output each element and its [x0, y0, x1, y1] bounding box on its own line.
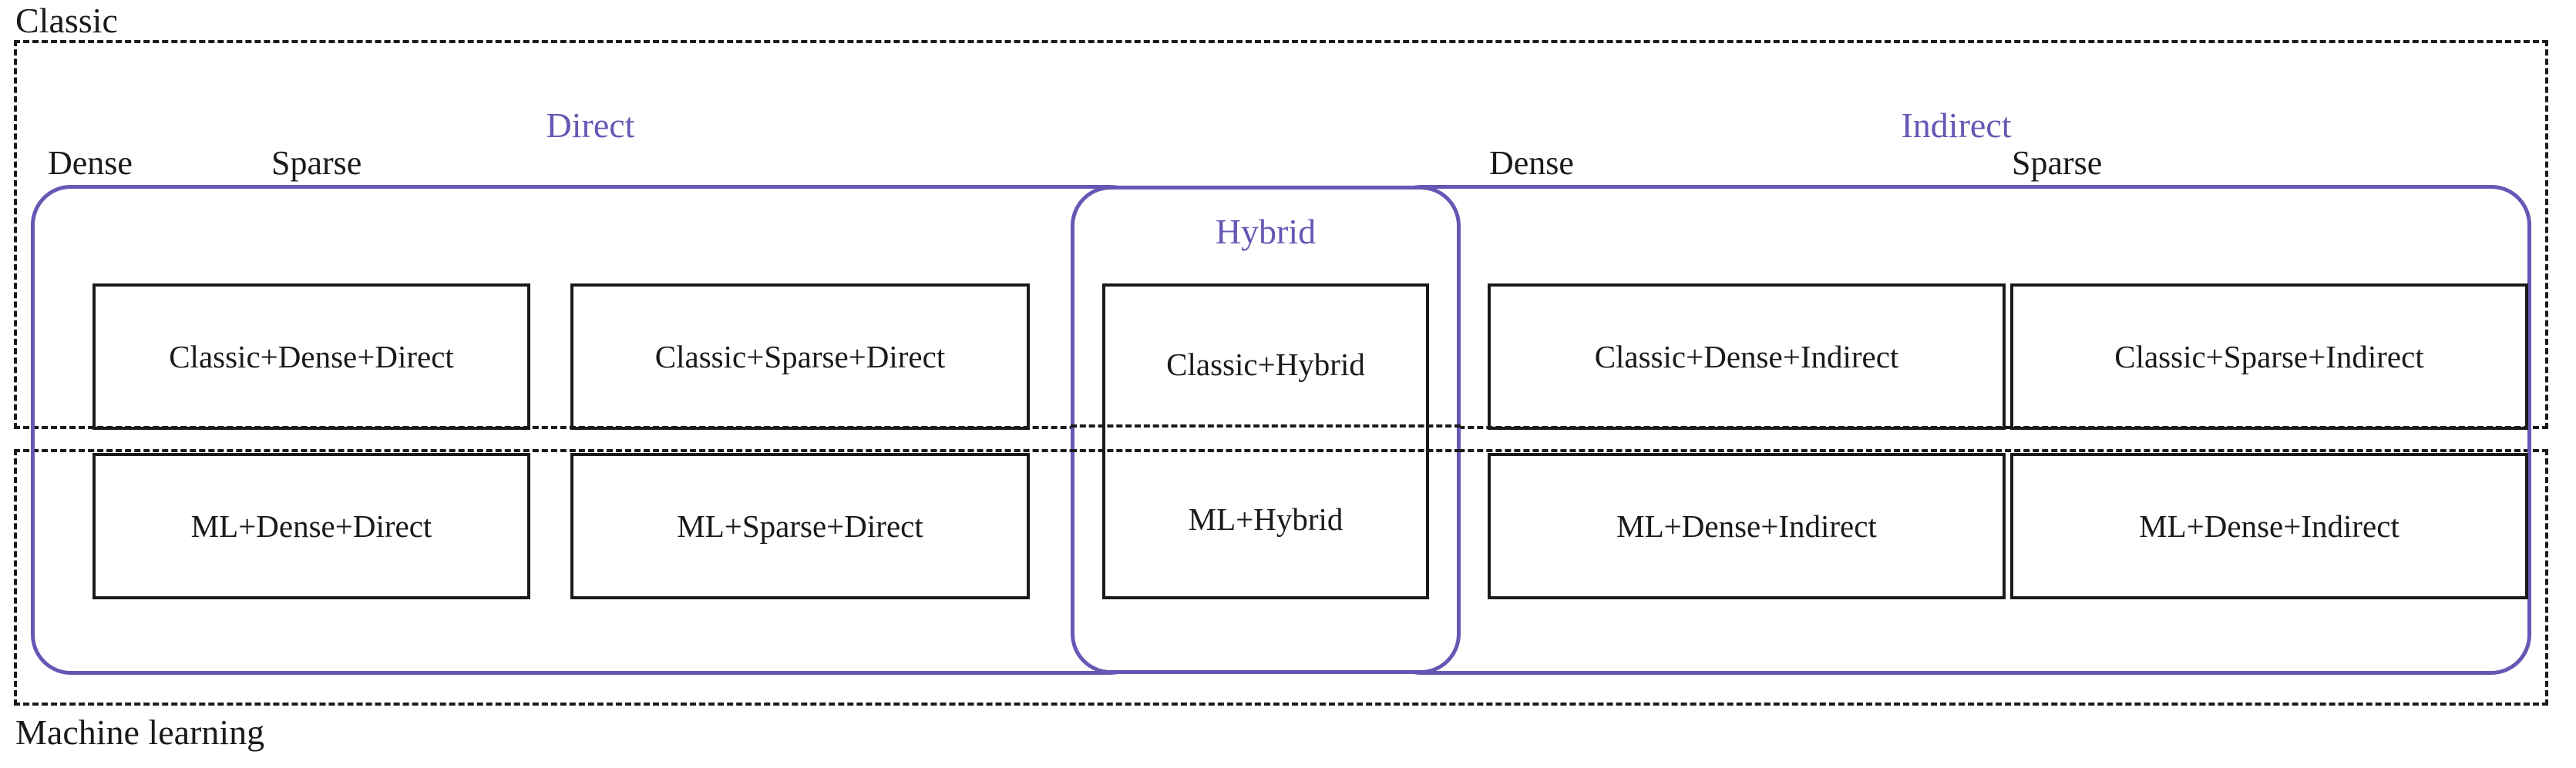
cell-ml-dense-direct[interactable]: ML+Dense+Direct — [92, 453, 530, 599]
cell-ml-sparse-direct[interactable]: ML+Sparse+Direct — [570, 453, 1030, 599]
cell-ml-sparse-indirect[interactable]: ML+Dense+Indirect — [2010, 453, 2528, 599]
group-title-indirect: Indirect — [1901, 106, 2012, 145]
cell-classic-sparse-indirect[interactable]: Classic+Sparse+Indirect — [2010, 283, 2528, 430]
group-box-indirect — [1381, 185, 2531, 675]
cell-classic-dense-indirect[interactable]: Classic+Dense+Indirect — [1488, 283, 2006, 430]
classic-region-bottom-edge-over-hybrid — [1071, 424, 1461, 428]
group-title-hybrid: Hybrid — [1215, 212, 1317, 251]
classic-axis-label: Classic — [15, 1, 118, 40]
cell-classic-dense-direct[interactable]: Classic+Dense+Direct — [92, 283, 530, 430]
column-label-indirect-dense: Dense — [1489, 144, 1574, 182]
cell-classic-sparse-direct[interactable]: Classic+Sparse+Direct — [570, 283, 1030, 430]
cell-hybrid-span[interactable]: Classic+Hybrid ML+Hybrid — [1102, 283, 1429, 599]
column-label-direct-dense: Dense — [48, 144, 133, 182]
column-label-direct-sparse: Sparse — [271, 144, 362, 182]
cell-ml-dense-indirect[interactable]: ML+Dense+Indirect — [1488, 453, 2006, 599]
ml-region-top-edge-over-hybrid — [1071, 449, 1461, 452]
column-label-indirect-sparse: Sparse — [2012, 144, 2103, 182]
group-box-direct — [31, 185, 1150, 675]
group-title-direct: Direct — [546, 106, 635, 145]
cell-ml-hybrid: ML+Hybrid — [1188, 501, 1343, 537]
cell-classic-hybrid: Classic+Hybrid — [1166, 346, 1365, 382]
machine-learning-axis-label: Machine learning — [15, 713, 265, 752]
group-box-hybrid — [1071, 186, 1461, 674]
